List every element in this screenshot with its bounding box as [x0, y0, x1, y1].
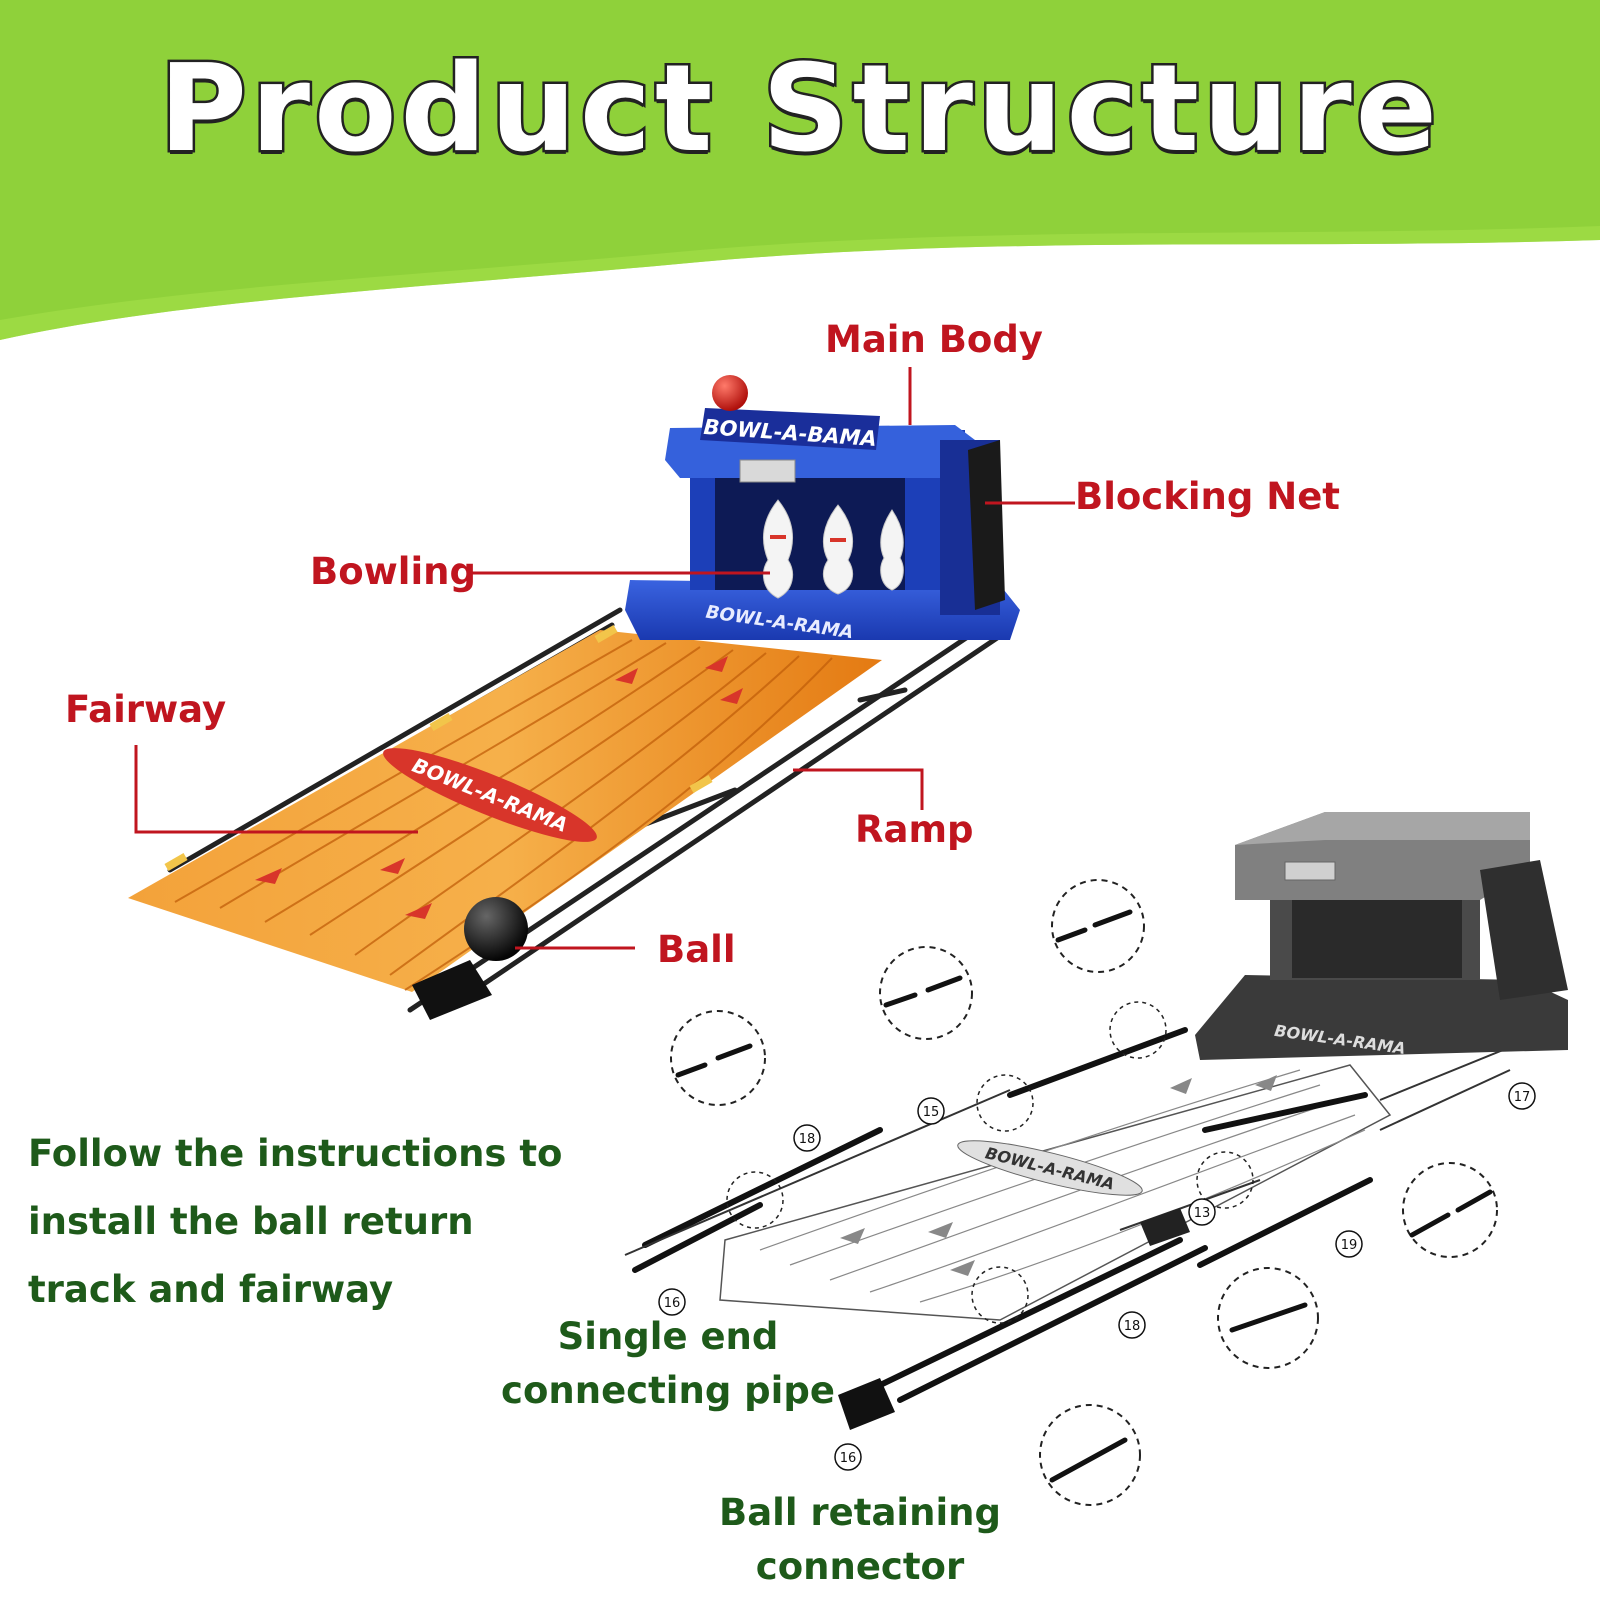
part-number-3: 17 [1514, 1090, 1531, 1105]
leader-lines [134, 367, 1075, 950]
exploded-lane-arrows [840, 1075, 1277, 1276]
part-number-labels: 18 15 17 13 19 16 18 16 [664, 1090, 1531, 1466]
exploded-end-cap [838, 1378, 895, 1430]
part-number-2: 15 [923, 1105, 940, 1120]
part-number-4: 13 [1194, 1206, 1211, 1221]
lane-end-cap [412, 960, 492, 1020]
single-end-pipe-line-1: Single end [557, 1315, 779, 1358]
part-number-5: 19 [1341, 1238, 1358, 1253]
label-ramp: Ramp [855, 808, 974, 851]
ball-retaining-line-1: Ball retaining [719, 1491, 1001, 1534]
ball-retaining-line-2: connector [755, 1545, 965, 1588]
label-ball-retaining-connector: Ball retaining connector [690, 1486, 1030, 1594]
main-body-unit: BOWL-A-BAMA BOWL-A-RAMA [625, 375, 1020, 643]
instructions-line-1: Follow the instructions to [28, 1132, 563, 1175]
label-main-body: Main Body [825, 318, 1043, 361]
part-numbers [658, 1082, 1536, 1471]
part-number-7: 18 [1124, 1319, 1141, 1334]
bowling-pins [762, 499, 904, 599]
instructions-line-3: track and fairway [28, 1268, 394, 1311]
rail-clips [164, 625, 713, 871]
assembled-product: BOWL-A-RAMA [128, 375, 1020, 1020]
lane-arrows [255, 656, 743, 919]
instructions-text: Follow the instructions to install the b… [28, 1120, 562, 1324]
exploded-pipes [632, 1027, 1373, 1403]
label-bowling: Bowling [310, 550, 476, 593]
header-background [0, 0, 1600, 340]
exploded-main-body: BOWL-A-RAMA [1195, 812, 1568, 1060]
exploded-center-bracket [1140, 1208, 1190, 1246]
instructions-line-2: install the ball return [28, 1200, 474, 1243]
label-fairway: Fairway [65, 688, 227, 731]
detail-circle-contents [675, 909, 1493, 1483]
detail-circle-2 [879, 946, 973, 1040]
exploded-view: BOWL-A-RAMA [624, 812, 1568, 1506]
header-highlight [0, 226, 1600, 340]
label-blocking-net: Blocking Net [1075, 475, 1340, 518]
label-ball: Ball [657, 928, 736, 971]
label-single-end-connecting-pipe: Single end connecting pipe [478, 1310, 858, 1418]
detail-circle-6 [1039, 1404, 1141, 1506]
detail-circle-4 [1402, 1162, 1498, 1258]
single-end-pipe-line-2: connecting pipe [501, 1369, 835, 1412]
bowling-ball [464, 897, 528, 961]
part-number-8: 16 [840, 1451, 857, 1466]
part-number-1: 18 [799, 1132, 816, 1147]
page-title: Product Structure [156, 38, 1442, 182]
part-number-6: 16 [664, 1296, 681, 1311]
small-detail-circles [726, 1001, 1254, 1324]
blocking-net-panel [968, 440, 1005, 610]
